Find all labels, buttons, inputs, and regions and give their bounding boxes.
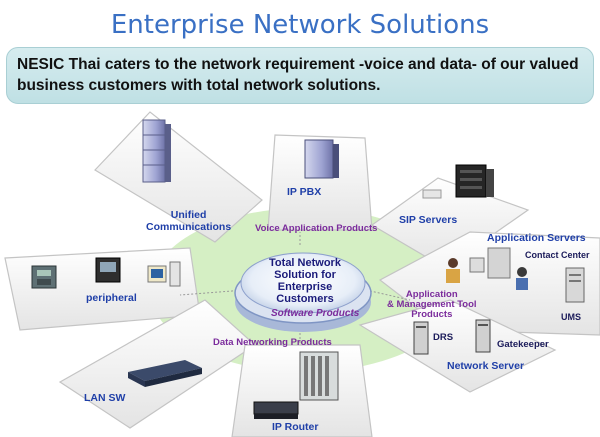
hub-line-2: Solution for — [274, 269, 336, 281]
pc-terminal-icon — [147, 261, 181, 287]
application-server-icon — [487, 247, 585, 303]
hub-line-3: Enterprise Customers — [276, 281, 334, 305]
connector-lines — [179, 232, 411, 345]
contact-center-label: Contact Center — [525, 250, 590, 260]
app-mgmt-line-2: & Management Tool — [387, 299, 477, 310]
drs-label: DRS — [433, 332, 454, 343]
gatekeeper-label: Gatekeeper — [497, 339, 549, 350]
application-management-tool-products-label: Application & Management Tool Products — [387, 290, 477, 320]
gatekeeper-server-icon — [475, 319, 491, 353]
app-mgmt-line-3: Products — [411, 309, 453, 320]
platform-sip — [370, 177, 530, 269]
lan-sw-label: LAN SW — [84, 392, 126, 404]
sip-server-icon — [422, 164, 494, 199]
platform-networkserver — [358, 299, 557, 393]
contact-center-agent-icon — [516, 267, 528, 290]
video-phone-icon — [95, 257, 121, 283]
ip-router-label: IP Router — [272, 421, 319, 433]
peripheral-label: peripheral — [86, 292, 137, 304]
data-networking-products-label: Data Networking Products — [213, 337, 332, 348]
application-servers-label: Application Servers — [487, 232, 586, 244]
app-mgmt-line-1: Application — [405, 289, 458, 300]
ip-pbx-icon — [304, 139, 339, 179]
intro-banner: NESIC Thai caters to the network require… — [6, 47, 594, 104]
page-title: Enterprise Network Solutions — [110, 10, 490, 40]
ip-router-chassis-icon — [299, 351, 339, 401]
unified-label-line-1: Unified — [170, 209, 207, 221]
drs-server-icon — [413, 321, 429, 355]
software-products-label: Software Products — [271, 308, 360, 319]
hub-disc — [234, 252, 372, 332]
application-user-icon — [446, 257, 485, 283]
lan-switch-icon — [128, 360, 202, 387]
unified-communications-server-icon — [142, 119, 171, 183]
ums-label: UMS — [561, 312, 581, 322]
network-server-label: Network Server — [447, 360, 525, 372]
platform-ippbx — [267, 134, 373, 231]
unified-communications-label: Unified Communications — [146, 209, 231, 233]
ip-phone-icon — [31, 265, 57, 289]
ip-router-icon — [253, 401, 299, 419]
sip-servers-label: SIP Servers — [399, 214, 458, 226]
ip-pbx-label: IP PBX — [287, 186, 322, 198]
unified-label-line-2: Communications — [146, 221, 232, 233]
hub-title: Total Network Solution for Enterprise Cu… — [250, 257, 360, 305]
voice-application-products-label: Voice Application Products — [255, 223, 378, 234]
hub-line-1: Total Network — [269, 257, 341, 269]
platform-unified — [94, 111, 263, 243]
